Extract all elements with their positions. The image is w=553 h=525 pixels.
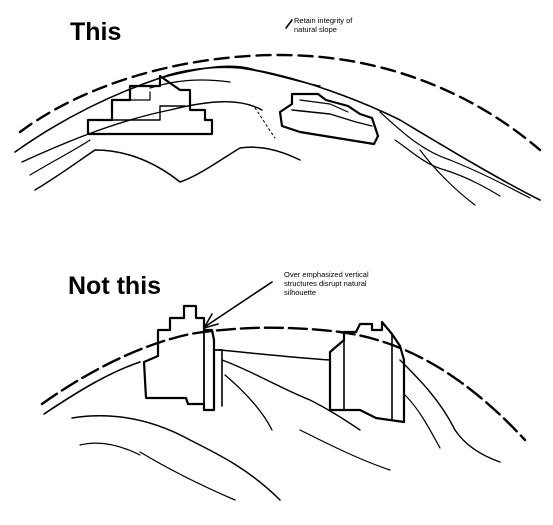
top-annotation-leader-line bbox=[285, 19, 293, 29]
top-natural-slope-dashed-line bbox=[18, 53, 542, 152]
bottom-hill-base-line bbox=[299, 429, 391, 471]
this-heading: This bbox=[70, 18, 122, 46]
bottom-annotation-line: structures disrupt natural bbox=[284, 279, 367, 288]
top-sketch bbox=[14, 19, 542, 206]
bottom-right-vertical-building bbox=[328, 320, 406, 424]
bottom-sketch bbox=[40, 281, 527, 501]
not-this-heading: Not this bbox=[68, 272, 162, 300]
bottom-annotation-line: Over emphasized vertical bbox=[284, 270, 369, 279]
top-annotation: Retain integrity of natural slope bbox=[294, 16, 414, 34]
top-left-building-terrace bbox=[129, 91, 151, 101]
bottom-left-vertical-building bbox=[142, 304, 216, 412]
bottom-hill-line bbox=[399, 359, 501, 463]
top-right-building-terrace bbox=[291, 109, 373, 127]
bottom-hill-line bbox=[219, 349, 331, 361]
bottom-annotation-arrow-line bbox=[205, 281, 273, 327]
top-hill-ridge-line bbox=[149, 79, 231, 89]
bottom-hill-line bbox=[43, 361, 141, 415]
top-hill-base-line bbox=[419, 149, 476, 206]
top-hill-ridge-line bbox=[21, 101, 263, 163]
top-right-terraced-building bbox=[278, 92, 380, 146]
top-hill-base-line bbox=[34, 146, 301, 191]
bottom-hill-line bbox=[224, 374, 273, 431]
bottom-natural-slope-dashed-line bbox=[40, 326, 527, 442]
bottom-annotation-line: silhouette bbox=[284, 288, 317, 297]
bottom-hill-line bbox=[404, 394, 441, 449]
top-hill-contour bbox=[379, 111, 531, 199]
top-hill-ridge-line bbox=[159, 66, 321, 87]
top-hill-contour bbox=[254, 107, 276, 139]
top-annotation-line: natural slope bbox=[294, 25, 337, 34]
bottom-annotation: Over emphasized vertical structures disr… bbox=[284, 270, 414, 297]
top-hill-contour bbox=[394, 139, 501, 197]
top-left-terraced-building bbox=[86, 74, 214, 136]
bottom-hill-base-line bbox=[139, 451, 236, 501]
top-right-building-terrace bbox=[299, 99, 349, 113]
bottom-hill-base-line bbox=[71, 415, 281, 501]
bottom-hill-base-line bbox=[79, 442, 141, 456]
top-hill-base-line bbox=[29, 139, 91, 176]
bottom-hill-line bbox=[221, 359, 361, 431]
top-left-building-terrace bbox=[111, 105, 186, 121]
top-annotation-line: Retain integrity of bbox=[294, 16, 353, 25]
bottom-annotation-arrowhead bbox=[203, 313, 219, 329]
